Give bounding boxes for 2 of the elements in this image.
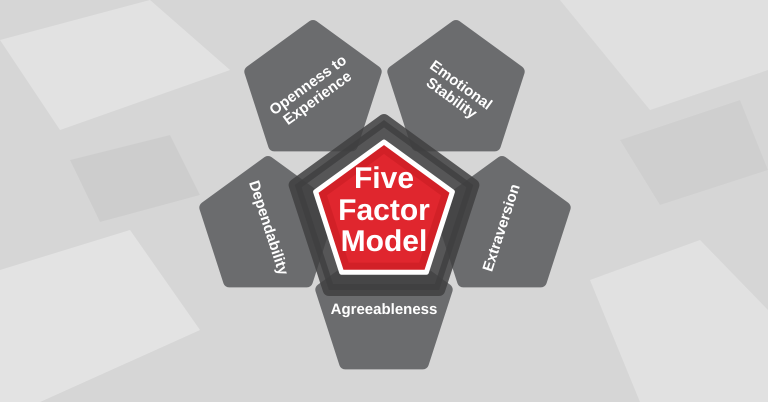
node-label: Agreeableness <box>330 302 438 318</box>
node-label: Five Factor Model <box>337 162 431 258</box>
